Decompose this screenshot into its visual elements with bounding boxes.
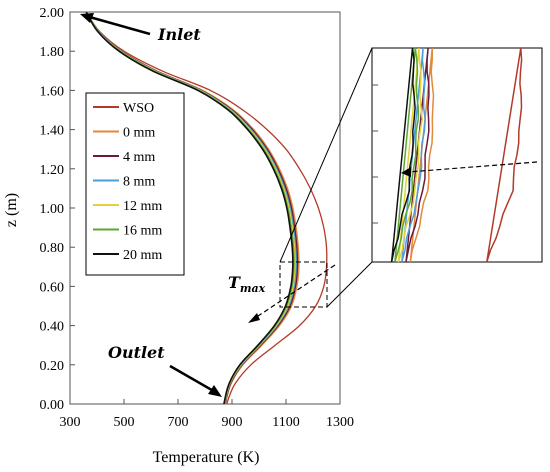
x-axis-title: Temperature (K) xyxy=(153,449,260,466)
y-tick-label: 0.00 xyxy=(40,398,65,413)
y-tick-label: 0.20 xyxy=(40,359,65,374)
inset-line-0-mm xyxy=(409,47,435,263)
x-tick-label: 1300 xyxy=(326,415,354,430)
x-tick-label: 700 xyxy=(168,415,189,430)
zoom-connector-top xyxy=(279,47,373,263)
y-tick-label: 1.60 xyxy=(40,84,65,99)
outlet-arrow xyxy=(169,364,218,395)
legend-box xyxy=(85,92,185,276)
inset-lines xyxy=(390,47,523,263)
y-tick-label: 1.00 xyxy=(40,202,65,217)
inset-trend-arrowhead xyxy=(401,167,411,177)
y-tick-label: 1.20 xyxy=(40,163,65,178)
zoom-connector-bottom xyxy=(326,261,373,308)
inset-line-16-mm xyxy=(394,47,420,263)
trend-arrow xyxy=(251,264,336,321)
series-lines xyxy=(85,11,328,405)
inset-trend-arrow xyxy=(407,161,538,173)
inset-line-12-mm xyxy=(397,47,423,263)
legend-label: 8 mm xyxy=(123,175,155,190)
legend: WSO 0 mm 4 mm 8 mm 12 mm 16 mm 20 mm xyxy=(85,92,185,276)
y-axis-title: z (m) xyxy=(3,193,20,227)
y-tick-label: 0.80 xyxy=(40,241,65,256)
y-axis: 0.00 0.20 0.40 0.60 0.80 1.00 1.20 1.40 1.60 1.80… xyxy=(40,6,75,413)
inset xyxy=(371,47,543,263)
x-tick-label: 1100 xyxy=(272,415,299,430)
x-tick-label: 500 xyxy=(114,415,135,430)
outlet-label: Outlet xyxy=(108,343,165,362)
outlet-arrowhead xyxy=(208,385,222,397)
legend-label: WSO xyxy=(123,101,154,116)
legend-label: 20 mm xyxy=(123,248,162,263)
inset-line-4-mm xyxy=(405,47,430,263)
y-tick-label: 1.40 xyxy=(40,124,65,139)
inset-grid xyxy=(372,84,378,224)
legend-label: 12 mm xyxy=(123,199,162,214)
y-tick-label: 0.60 xyxy=(40,280,65,295)
series-line-20-mm xyxy=(85,11,294,405)
y-tick-label: 1.80 xyxy=(40,45,65,60)
x-axis: 300 500 700 900 1100 1300 xyxy=(60,399,354,430)
inset-line-20-mm xyxy=(390,47,416,263)
legend-label: 16 mm xyxy=(123,224,162,239)
y-tick-label: 2.00 xyxy=(40,6,65,21)
legend-label: 4 mm xyxy=(123,150,155,165)
y-tick-label: 0.40 xyxy=(40,320,65,335)
legend-label: 0 mm xyxy=(123,126,155,141)
inset-line-wso xyxy=(486,47,523,263)
series-line-wso xyxy=(85,11,328,405)
inlet-arrow xyxy=(85,14,151,36)
zoom-box xyxy=(279,261,328,308)
inlet-label: Inlet xyxy=(157,25,201,44)
x-tick-label: 300 xyxy=(60,415,81,430)
inset-line-8-mm xyxy=(401,47,426,263)
tmax-label: Tmax xyxy=(228,273,266,295)
trend-arrowhead xyxy=(248,313,260,323)
inlet-arrowhead xyxy=(80,13,94,23)
x-tick-label: 900 xyxy=(222,415,243,430)
